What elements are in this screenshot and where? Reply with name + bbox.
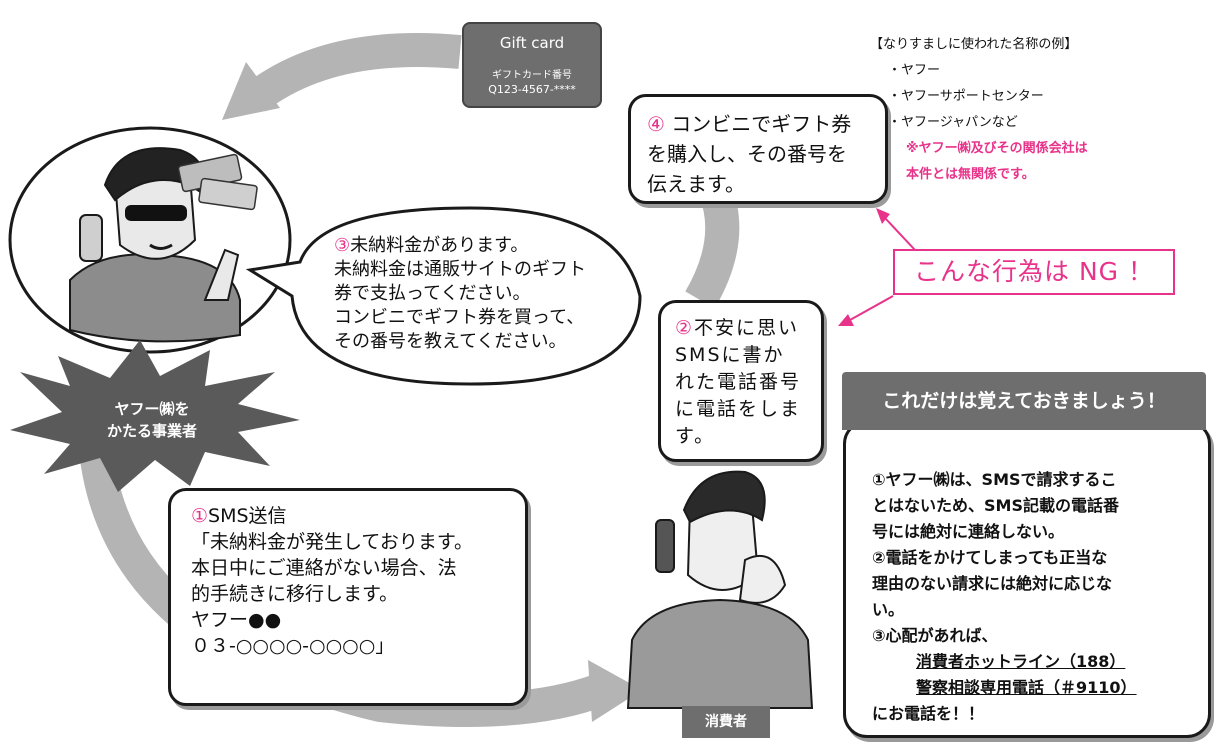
impersonation-item: ・ヤフー bbox=[888, 63, 941, 78]
step2-line-5: す。 bbox=[675, 425, 716, 447]
ng-arrow-up-head bbox=[876, 208, 890, 224]
step4-box: ④ コンビニでギフト券 を購入し、その番号を 伝えます。 bbox=[628, 94, 888, 204]
remember-box: ①ヤフー㈱は、SMSで請求するこ とはないため、SMS記載の電話番 号には絶対に… bbox=[843, 420, 1211, 738]
step3-line-1: 未納料金があります。 bbox=[350, 235, 529, 256]
arrow-top-head bbox=[222, 62, 280, 120]
consumer-label: 消費者 bbox=[682, 706, 770, 738]
impersonation-note-1: ※ヤフー㈱及びその関係会社は bbox=[906, 141, 1088, 156]
scammer-starburst bbox=[10, 340, 300, 492]
remember-line-3: 号には絶対に連絡しない。 bbox=[872, 522, 1065, 541]
step3-bubble-shape bbox=[245, 206, 642, 386]
remember-line-7: ③心配があれば、 bbox=[872, 626, 998, 645]
remember-line-4: ②電話をかけてしまっても正当な bbox=[872, 548, 1108, 567]
impersonation-item: ・ヤフージャパンなど bbox=[888, 115, 1018, 130]
impersonation-note-2: 本件とは無関係です。 bbox=[906, 167, 1035, 182]
scammer-label-line-1: ヤフー㈱を bbox=[114, 400, 190, 418]
remember-line-6: い。 bbox=[872, 600, 905, 619]
step1-title: SMS送信 bbox=[208, 505, 287, 527]
remember-title: これだけは覚えておきましょう！ bbox=[842, 372, 1206, 430]
step3-marker: ③ bbox=[334, 235, 351, 256]
step2-line-4: に電話をしま bbox=[675, 398, 802, 420]
ng-arrow-down bbox=[849, 295, 894, 321]
arrow-top-arc bbox=[244, 33, 462, 112]
gift-card-title: Gift card bbox=[499, 34, 565, 52]
remember-line-2: とはないため、SMS記載の電話番 bbox=[872, 496, 1119, 515]
step1-line-5: ０３-○○○○-○○○○」 bbox=[191, 635, 395, 657]
remember-closing: にお電話を！！ bbox=[872, 704, 985, 723]
step3-text: ③未納料金があります。 未納料金は通販サイトのギフト 券で支払ってください。 コ… bbox=[334, 234, 586, 354]
step1-line-1: 「未納料金が発生しております。 bbox=[191, 531, 473, 553]
step4-marker: ④ bbox=[647, 112, 665, 136]
remember-line-1: ①ヤフー㈱は、SMSで請求するこ bbox=[872, 470, 1117, 489]
remember-contact-hotline: 消費者ホットライン（188） bbox=[916, 652, 1126, 671]
step2-line-3: れた電話番号 bbox=[675, 371, 802, 393]
remember-contact-police: 警察相談専用電話（＃9110） bbox=[916, 678, 1137, 697]
remember-line-5: 理由のない請求には絶対に応じな bbox=[872, 574, 1113, 593]
scammer-label: ヤフー㈱を かたる事業者 bbox=[74, 398, 230, 442]
step4-line-3: 伝えます。 bbox=[647, 172, 745, 196]
ng-arrow-up bbox=[884, 217, 916, 251]
arrow-bottom-head bbox=[588, 660, 642, 722]
ng-arrow-down-head bbox=[838, 314, 854, 326]
step4-line-1: コンビニでギフト券 bbox=[671, 112, 852, 136]
step2-marker: ② bbox=[675, 317, 695, 339]
impersonation-examples: 【なりすましに使われた名称の例】 ・ヤフー ・ヤフーサポートセンター ・ヤフージ… bbox=[870, 32, 1200, 188]
scammer-illustration bbox=[69, 147, 258, 343]
step1-line-4: ヤフー●● bbox=[191, 609, 282, 631]
step3-line-5: その番号を教えてください。 bbox=[334, 331, 567, 352]
ng-warning: こんな行為は NG ！ bbox=[893, 249, 1175, 295]
impersonation-heading: 【なりすましに使われた名称の例】 bbox=[870, 37, 1078, 52]
scammer-label-line-2: かたる事業者 bbox=[106, 422, 197, 440]
step1-marker: ① bbox=[191, 505, 209, 527]
step1-line-3: 的手続きに移行します。 bbox=[191, 583, 399, 605]
gift-card: Gift card ギフトカード番号 Q123-4567-**** bbox=[462, 22, 602, 108]
gift-card-number-label: ギフトカード番号 bbox=[492, 70, 572, 81]
step4-line-2: を購入し、その番号を bbox=[647, 142, 847, 166]
gift-card-number: Q123-4567-**** bbox=[488, 83, 576, 96]
step1-line-2: 本日中にご連絡がない場合、法 bbox=[191, 557, 457, 579]
arrow-right-arc bbox=[685, 183, 740, 309]
consumer-illustration bbox=[626, 470, 814, 709]
step3-line-4: コンビニでギフト券を買って、 bbox=[334, 307, 585, 328]
step2-line-1: 不安に思い bbox=[694, 317, 800, 339]
step3-line-3: 券で支払ってください。 bbox=[334, 283, 531, 304]
step2-line-2: SMSに書か bbox=[675, 344, 785, 366]
step3-line-2: 未納料金は通販サイトのギフト bbox=[334, 259, 586, 280]
step2-box: ②不安に思い SMSに書か れた電話番号 に電話をしま す。 bbox=[658, 300, 824, 462]
impersonation-item: ・ヤフーサポートセンター bbox=[888, 89, 1044, 104]
step1-box: ①SMS送信 「未納料金が発生しております。 本日中にご連絡がない場合、法 的手… bbox=[168, 488, 528, 706]
